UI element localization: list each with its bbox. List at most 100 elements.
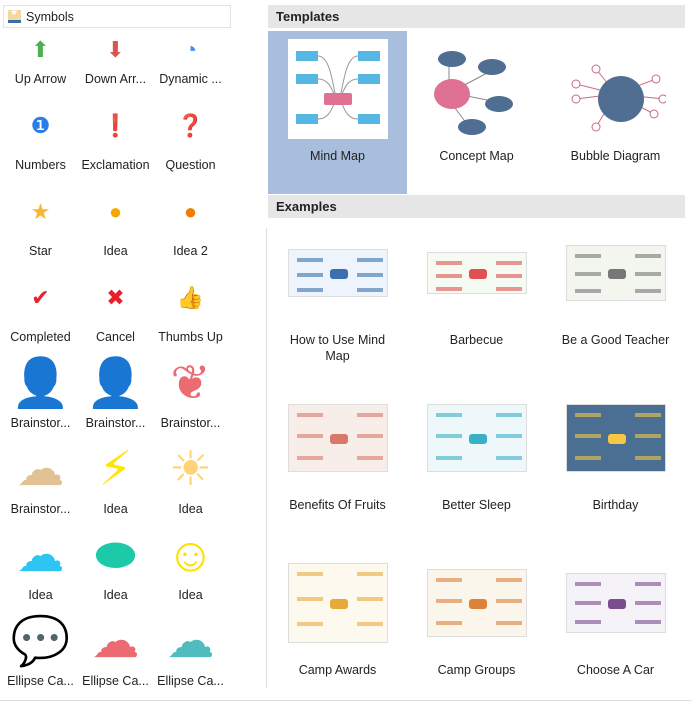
exclamation-icon: ❗ bbox=[101, 113, 130, 138]
symbol-item[interactable]: ☁Idea bbox=[3, 524, 78, 610]
symbol-label: Idea bbox=[28, 588, 53, 602]
example-label: Better Sleep bbox=[442, 498, 511, 512]
symbol-label: Exclamation bbox=[81, 158, 150, 172]
symbol-item[interactable]: ☁ Brainstor... bbox=[3, 438, 78, 524]
star-icon: ★ bbox=[30, 199, 51, 224]
symbol-item[interactable]: ☁Ellipse Ca... bbox=[78, 610, 153, 696]
template-bubble-diagram[interactable]: Bubble Diagram bbox=[546, 31, 685, 194]
template-mind-map[interactable]: Mind Map bbox=[268, 31, 407, 194]
symbol-label: Numbers bbox=[15, 158, 66, 172]
example-item[interactable]: Be a Good Teacher bbox=[546, 218, 685, 383]
symbol-label: Idea 2 bbox=[173, 244, 208, 258]
example-item[interactable]: Better Sleep bbox=[407, 383, 546, 548]
templates-header: Templates bbox=[268, 5, 685, 28]
symbol-label: Idea bbox=[178, 502, 203, 516]
symbol-item[interactable]: ★Star bbox=[3, 180, 78, 266]
symbol-item[interactable]: ● Idea bbox=[78, 180, 153, 266]
ellipse-callout-icon: 💬 bbox=[10, 615, 71, 668]
example-item[interactable]: How to Use Mind Map bbox=[268, 218, 407, 383]
examples-header: Examples bbox=[268, 195, 685, 218]
example-label: Choose A Car bbox=[576, 663, 655, 677]
up-arrow-icon: ⬆ bbox=[31, 37, 50, 62]
symbol-item[interactable]: ✖Cancel bbox=[78, 266, 153, 352]
concept-map-thumbnail bbox=[426, 39, 527, 139]
template-label: Concept Map bbox=[439, 149, 514, 163]
symbol-item[interactable]: ⬆ Up Arrow bbox=[3, 28, 78, 94]
number-icon: ❶ bbox=[30, 113, 51, 138]
symbol-label: Brainstor... bbox=[10, 416, 71, 430]
head-bulb-icon: 👤 bbox=[85, 357, 146, 410]
template-label: Bubble Diagram bbox=[570, 149, 661, 163]
symbol-item[interactable]: 👍Thumbs Up bbox=[153, 266, 228, 352]
example-thumbnail bbox=[565, 573, 666, 633]
symbol-item[interactable]: ❦Brainstor... bbox=[153, 352, 228, 438]
bubble-diagram-thumbnail bbox=[565, 39, 666, 139]
symbol-label: Brainstor... bbox=[10, 502, 71, 516]
symbol-label: Idea bbox=[103, 244, 128, 258]
symbol-label: Brainstor... bbox=[85, 416, 146, 430]
new-document-panel: Templates Mind Map Concept Map bbox=[268, 0, 685, 713]
example-item[interactable]: Barbecue bbox=[407, 218, 546, 383]
examples-grid: How to Use Mind Map Barbecue Be a Good Tea… bbox=[268, 218, 685, 713]
symbol-item[interactable]: ☀ Idea bbox=[153, 438, 228, 524]
lightbulb-star-icon: ● bbox=[183, 199, 198, 224]
symbol-label: Completed bbox=[10, 330, 71, 344]
symbol-item[interactable]: ☺Idea bbox=[153, 524, 228, 610]
symbols-header[interactable]: Symbols bbox=[3, 5, 231, 28]
symbol-label: Thumbs Up bbox=[158, 330, 223, 344]
example-item[interactable]: Birthday bbox=[546, 383, 685, 548]
symbol-item[interactable]: ⬇Down Arr... bbox=[78, 28, 153, 94]
symbol-item[interactable]: ❗ Exclamation bbox=[78, 94, 153, 180]
example-thumbnail bbox=[287, 249, 388, 297]
symbol-item[interactable]: ⚡ Idea bbox=[78, 438, 153, 524]
symbol-item[interactable]: ❓Question bbox=[153, 94, 228, 180]
cross-icon: ✖ bbox=[106, 285, 125, 310]
symbol-item[interactable]: ☁Ellipse Ca... bbox=[153, 610, 228, 696]
panel-divider bbox=[266, 228, 267, 688]
symbols-title: Symbols bbox=[26, 9, 74, 24]
symbol-item[interactable]: 💬 Ellipse Ca... bbox=[3, 610, 78, 696]
example-label: Birthday bbox=[592, 498, 639, 512]
brain-icon: ❦ bbox=[170, 357, 211, 410]
cloud-callout-icon: ☁ bbox=[166, 615, 215, 668]
symbol-item[interactable]: ❶ Numbers bbox=[3, 94, 78, 180]
template-label: Mind Map bbox=[310, 149, 365, 163]
brain-side-icon: ☁ bbox=[16, 443, 65, 496]
symbols-library-icon bbox=[8, 7, 21, 23]
example-label: Camp Awards bbox=[298, 663, 377, 677]
example-thumbnail bbox=[565, 404, 666, 472]
mind-map-thumbnail bbox=[287, 39, 388, 139]
lightbulb-bolt-icon: ⚡ bbox=[98, 443, 133, 496]
smiley-balloon-icon: ☺ bbox=[165, 529, 215, 582]
example-item[interactable]: Choose A Car bbox=[546, 548, 685, 713]
symbol-item[interactable]: ◔Dynamic ... bbox=[153, 28, 228, 94]
symbol-item[interactable]: ⬬ Idea bbox=[78, 524, 153, 610]
cloud-callout-icon: ☁ bbox=[91, 615, 140, 668]
example-label: How to Use Mind Map bbox=[289, 333, 386, 363]
example-item[interactable]: Camp Groups bbox=[407, 548, 546, 713]
example-thumbnail bbox=[287, 404, 388, 472]
symbol-item[interactable]: 👤Brainstor... bbox=[3, 352, 78, 438]
blob-icon: ⬬ bbox=[95, 529, 136, 582]
template-concept-map[interactable]: Concept Map bbox=[407, 31, 546, 194]
symbols-panel: Symbols ⬆ Up Arrow ⬇Down Arr...◔Dynamic ..… bbox=[0, 0, 232, 700]
bottom-divider bbox=[0, 700, 692, 701]
symbol-item[interactable]: ● Idea 2 bbox=[153, 180, 228, 266]
example-item[interactable]: Benefits Of Fruits bbox=[268, 383, 407, 548]
example-label: Barbecue bbox=[449, 333, 504, 347]
example-item[interactable]: Camp Awards bbox=[268, 548, 407, 713]
question-icon: ❓ bbox=[176, 113, 205, 138]
down-arrow-icon: ⬇ bbox=[106, 37, 125, 62]
symbol-label: Ellipse Ca... bbox=[7, 674, 74, 688]
example-label: Benefits Of Fruits bbox=[289, 498, 386, 512]
templates-list: Mind Map Concept Map Bubble Diagram bbox=[268, 28, 685, 195]
symbol-label: Idea bbox=[103, 588, 128, 602]
symbol-label: Up Arrow bbox=[14, 72, 67, 86]
lightbulb-icon: ● bbox=[108, 199, 123, 224]
example-label: Be a Good Teacher bbox=[561, 333, 670, 347]
symbol-label: Idea bbox=[103, 502, 128, 516]
symbol-item[interactable]: ✔ Completed bbox=[3, 266, 78, 352]
symbol-item[interactable]: 👤 Brainstor... bbox=[78, 352, 153, 438]
checkmark-icon: ✔ bbox=[31, 285, 50, 310]
lightbulb-rays-icon: ☀ bbox=[168, 443, 213, 496]
